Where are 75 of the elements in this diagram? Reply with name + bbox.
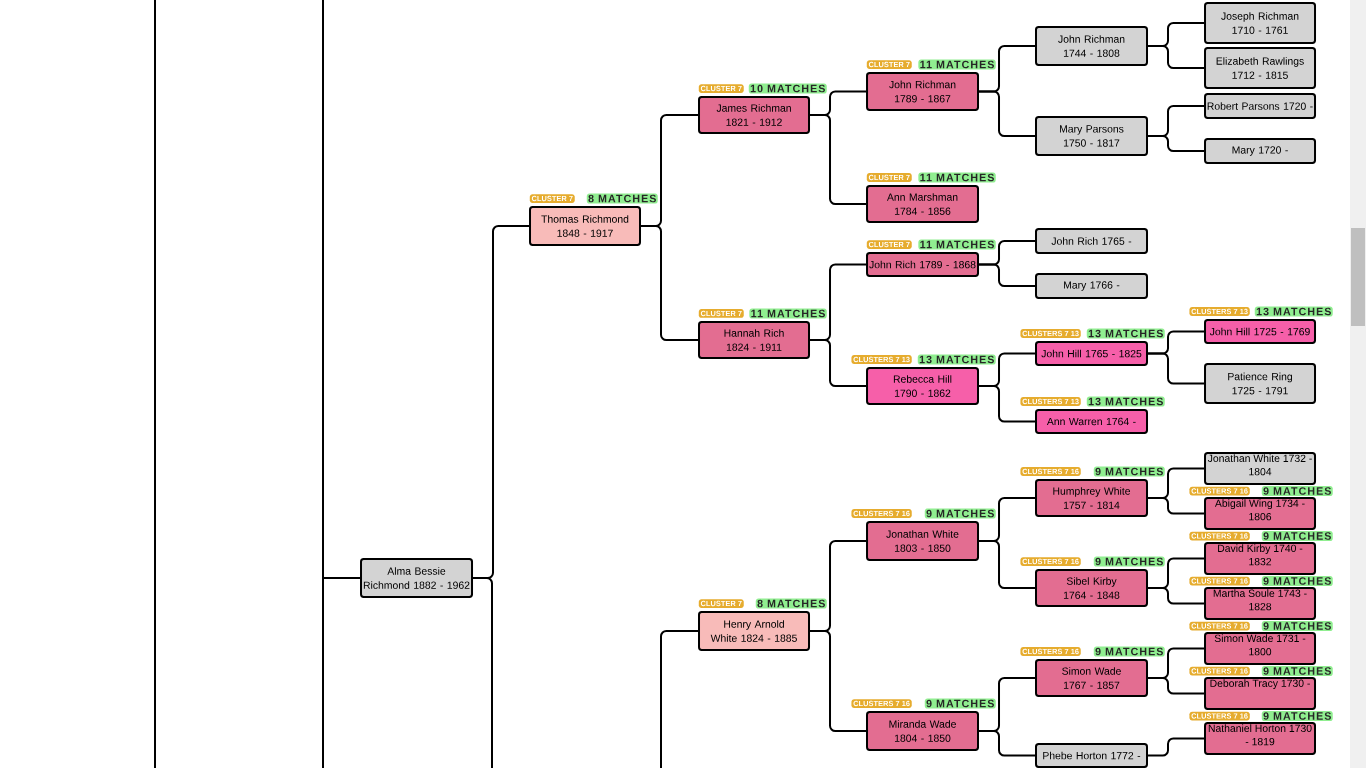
person-box: Mary 1766 - <box>1035 273 1148 299</box>
matches-badge: 13 MATCHES <box>1254 306 1333 317</box>
connector-line <box>978 90 1036 137</box>
matches-badge: 9 MATCHES <box>1261 665 1333 677</box>
connector-line <box>1147 497 1205 515</box>
person-box: John Rich 1789 - 1868 <box>866 252 979 277</box>
person-box: Abigail Wing 1734 - 1806 <box>1204 497 1316 530</box>
connector-line <box>1147 45 1205 69</box>
person-box: Jonathan White 1732 - 1804 <box>1204 452 1316 485</box>
connector-line <box>640 225 699 341</box>
person-box: Joseph Richman 1710 - 1761 <box>1204 2 1316 44</box>
person-box: Alma Bessie Richmond 1882 - 1962 <box>360 558 473 598</box>
matches-badge: 9 MATCHES <box>1261 530 1333 542</box>
person-box: Miranda Wade 1804 - 1850 <box>866 711 979 751</box>
matches-badge: 9 MATCHES <box>1261 485 1333 497</box>
person-box: Mary Parsons 1750 - 1817 <box>1035 116 1148 156</box>
person-box: Hannah Rich 1824 - 1911 <box>698 321 810 359</box>
person-box: John Hill 1765 - 1825 <box>1035 341 1148 366</box>
person-box: Deborah Tracy 1730 - <box>1204 677 1316 710</box>
person-box: Phebe Horton 1772 - <box>1035 743 1148 768</box>
matches-badge: 9 MATCHES <box>1261 620 1333 632</box>
person-box: Simon Wade 1731 - 1800 <box>1204 632 1316 665</box>
matches-badge: 11 MATCHES <box>918 59 996 70</box>
connector-line <box>978 263 1036 287</box>
person-box: James Richman 1821 - 1912 <box>698 96 810 134</box>
matches-badge: 10 MATCHES <box>748 83 827 94</box>
person-box: David Kirby 1740 - 1832 <box>1204 542 1316 575</box>
person-box: Martha Soule 1743 - 1828 <box>1204 587 1316 620</box>
person-box: Henry Arnold White 1824 - 1885 <box>698 611 810 651</box>
person-box: Ann Warren 1764 - <box>1035 409 1148 434</box>
person-box: Elizabeth Rawlings 1712 - 1815 <box>1204 47 1316 89</box>
person-box: Robert Parsons 1720 - <box>1204 93 1316 119</box>
person-box: John Rich 1765 - <box>1035 228 1148 254</box>
connector-line <box>1147 737 1205 757</box>
matches-badge: 9 MATCHES <box>1261 575 1333 587</box>
person-box: Humphrey White 1757 - 1814 <box>1035 479 1148 517</box>
connector-line <box>1147 677 1205 695</box>
connector-line <box>1147 352 1205 385</box>
connector-line <box>809 630 867 732</box>
person-box: Nathaniel Horton 1730 - 1819 <box>1204 722 1316 755</box>
connector-line <box>978 540 1036 589</box>
matches-badge: 13 MATCHES <box>917 354 996 365</box>
connector-line <box>660 630 699 768</box>
matches-badge: 13 MATCHES <box>1086 396 1165 407</box>
matches-badge: 11 MATCHES <box>918 172 996 183</box>
matches-badge: 9 MATCHES <box>1093 556 1165 567</box>
person-box: Ann Marshman 1784 - 1856 <box>866 185 979 223</box>
matches-badge: 9 MATCHES <box>1261 710 1333 722</box>
person-box: Simon Wade 1767 - 1857 <box>1035 659 1148 697</box>
connector-line <box>809 339 867 387</box>
connector-line <box>978 730 1036 757</box>
person-box: Mary 1720 - <box>1204 138 1316 164</box>
person-box: Sibel Kirby 1764 - 1848 <box>1035 569 1148 607</box>
connector-line <box>978 385 1036 423</box>
matches-badge: 11 MATCHES <box>918 239 996 250</box>
connector-line <box>472 577 493 768</box>
matches-badge: 9 MATCHES <box>924 508 996 519</box>
matches-badge: 9 MATCHES <box>1093 466 1165 477</box>
connector-line <box>1147 135 1205 152</box>
connector-line <box>322 577 361 579</box>
person-box: John Richman 1744 - 1808 <box>1035 26 1148 66</box>
matches-badge: 13 MATCHES <box>1086 328 1165 339</box>
person-box: Rebecca Hill 1790 - 1862 <box>866 367 979 405</box>
person-box: John Richman 1789 - 1867 <box>866 72 979 111</box>
person-box: Thomas Richmond 1848 - 1917 <box>529 206 641 246</box>
person-box: John Hill 1725 - 1769 <box>1204 319 1316 344</box>
person-box: Jonathan White 1803 - 1850 <box>866 521 979 561</box>
matches-badge: 8 MATCHES <box>586 193 658 204</box>
connector-line <box>1147 587 1205 605</box>
matches-badge: 9 MATCHES <box>1093 646 1165 657</box>
matches-badge: 8 MATCHES <box>755 598 827 609</box>
matches-badge: 9 MATCHES <box>924 698 996 709</box>
matches-badge: 11 MATCHES <box>749 308 827 319</box>
connector-line <box>809 114 867 205</box>
person-box: Patience Ring 1725 - 1791 <box>1204 363 1316 404</box>
